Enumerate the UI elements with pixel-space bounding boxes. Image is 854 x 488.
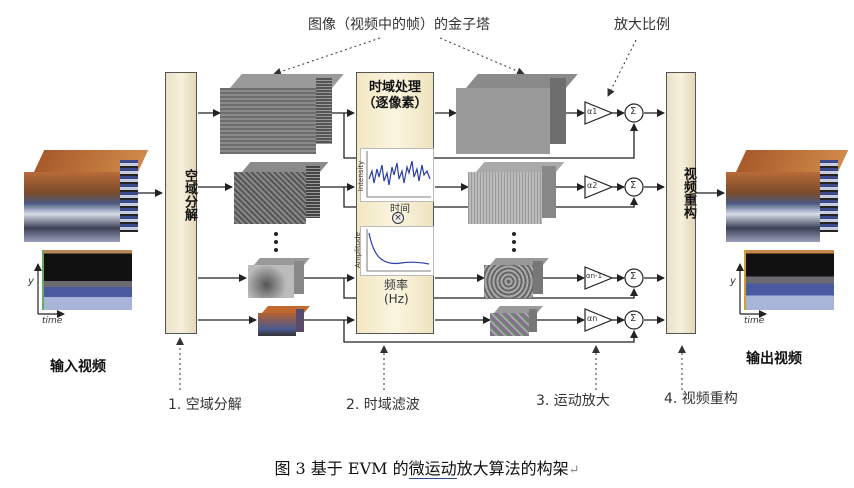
filtered-level-1-cube — [456, 74, 578, 154]
temporal-processing-subtitle: （逐像素） — [362, 96, 428, 111]
step-1-label: 1. 空域分解 — [168, 397, 242, 413]
spatial-decomposition-block: 空域分解 — [165, 72, 197, 334]
amplitude-axis-label: Amplitude — [353, 232, 362, 268]
filtered-level-n-cube — [490, 306, 543, 336]
intensity-axis-label: Intensity — [357, 160, 366, 192]
input-timeline-plot — [42, 250, 132, 310]
caption-suffix: 放大算法的构架 — [456, 459, 569, 478]
amplification-annotation: 放大比例 — [614, 17, 670, 33]
step-3-label: 3. 运动放大 — [536, 393, 610, 409]
caption-underlined: 微运动 — [408, 459, 457, 479]
intensity-plot — [360, 148, 434, 202]
caption-return-mark: ↵ — [568, 463, 580, 478]
output-timeline-plot — [744, 250, 834, 310]
amplitude-plot — [360, 226, 434, 276]
pyramid-level-2-cube — [234, 162, 329, 224]
amplifier-3-label: αn-1 — [586, 272, 603, 280]
video-reconstruction-block: 视频重构 — [666, 72, 696, 334]
input-y-axis-label: y — [28, 276, 34, 287]
spatial-decomposition-label: 空域分解 — [182, 169, 197, 221]
time-operator-icon: × — [392, 212, 404, 224]
time-label: 时间 — [390, 204, 410, 215]
filtered-level-n-1-cube — [484, 258, 549, 298]
temporal-processing-block: 时域处理 （逐像素） — [356, 72, 434, 334]
output-video-label: 输出视频 — [746, 351, 802, 367]
caption-prefix: 图 3 基于 EVM 的 — [274, 459, 409, 478]
amplifier-3-shape — [584, 266, 614, 290]
sum-3-symbol: Σ — [630, 271, 637, 282]
amplifier-2-label: α2 — [587, 181, 598, 190]
output-axes — [736, 263, 767, 318]
amplifier-2-shape — [584, 175, 614, 199]
pyramid-level-n-1-cube — [248, 258, 310, 298]
step-2-label: 2. 时域滤波 — [346, 397, 420, 413]
filtered-level-2-cube — [468, 162, 565, 224]
input-axes — [34, 263, 65, 318]
output-y-axis-label: y — [730, 276, 736, 287]
temporal-processing-title: 时域处理 — [368, 80, 421, 95]
figure-caption: 图 3 基于 EVM 的微运动放大算法的构架↵ — [0, 455, 854, 479]
pyramid-level-1-cube — [220, 74, 344, 154]
frequency-label: 频率 — [384, 278, 409, 292]
sum-1-symbol: Σ — [630, 106, 637, 117]
input-time-axis-label: time — [42, 316, 63, 326]
input-cube-front — [24, 172, 120, 242]
amplifier-4-label: αn — [587, 314, 598, 323]
amplifier-1-shape — [584, 101, 614, 125]
frequency-unit-label: (Hz) — [384, 292, 409, 306]
sum-4-symbol: Σ — [630, 313, 637, 324]
input-video-cube — [24, 150, 149, 242]
sum-2-symbol: Σ — [630, 180, 637, 191]
step-4-label: 4. 视频重构 — [664, 391, 738, 407]
amplifier-1-label: α1 — [587, 107, 598, 116]
video-reconstruction-label: 视频重构 — [681, 167, 696, 219]
amplifier-4-shape — [584, 308, 614, 332]
output-time-axis-label: time — [744, 316, 765, 326]
input-video-label: 输入视频 — [50, 359, 106, 375]
pyramid-annotation: 图像（视频中的帧）的金子塔 — [308, 17, 490, 33]
pyramid-level-n-cube — [258, 306, 310, 336]
output-video-cube — [726, 150, 849, 242]
input-cube-side — [120, 160, 138, 232]
